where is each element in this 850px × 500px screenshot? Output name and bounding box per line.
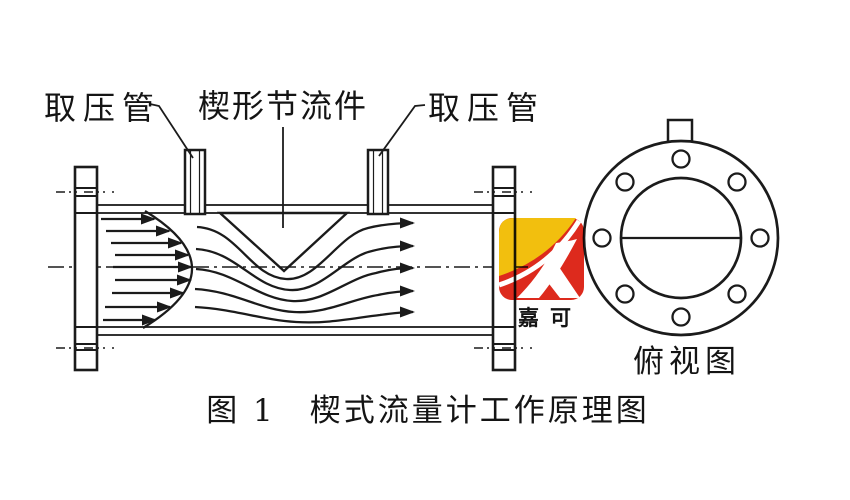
tap-right-label: 取压管 [428, 89, 545, 127]
velocity-profile [101, 210, 194, 329]
tap-pipe-right [366, 148, 390, 216]
streamlines [194, 217, 415, 324]
bolt-centerline-marks [56, 191, 532, 349]
top-view: 俯视图 [582, 118, 780, 380]
tap-pipe-left [183, 148, 207, 216]
top-view-bolt-holes [592, 149, 770, 327]
left-flange [73, 165, 99, 372]
top-view-tap-stub [666, 118, 694, 144]
wedge-label: 楔形节流件 [198, 87, 368, 125]
tap-left-label: 取压管 [44, 89, 161, 127]
leader-tap-left [149, 103, 194, 159]
figure-caption: 图 1 楔式流量计工作原理图 [206, 393, 650, 429]
right-flange [491, 165, 517, 372]
leader-lines [149, 103, 426, 228]
top-view-label: 俯视图 [633, 344, 741, 380]
leader-tap-right [378, 104, 426, 157]
